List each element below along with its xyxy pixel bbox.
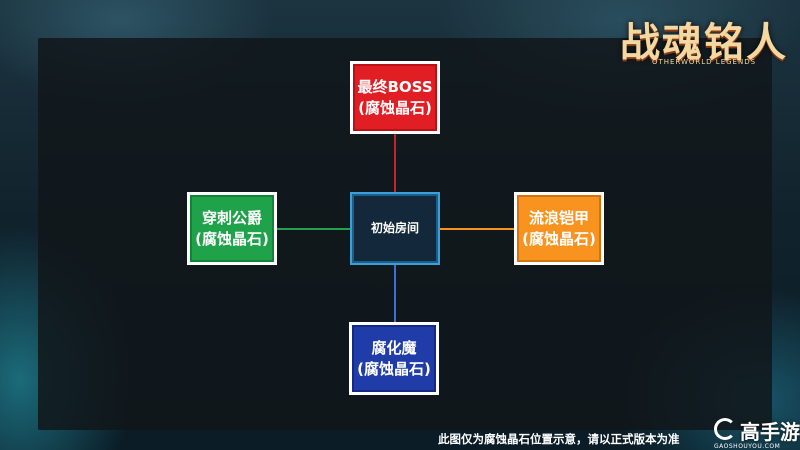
game-logo-title: 战魂铭人: [620, 19, 788, 66]
watermark-url: GAOSHOUYOU.COM: [714, 443, 781, 450]
room-corruption-demon-note: (腐蚀晶石): [357, 359, 431, 378]
room-piercing-duke-note: (腐蚀晶石): [195, 229, 269, 248]
room-piercing-duke-name: 穿刺公爵: [201, 209, 262, 228]
room-start-name: 初始房间: [370, 221, 419, 236]
game-logo: 战魂铭人 OTHERWORLD LEGENDS: [610, 6, 798, 72]
game-logo-subtitle: OTHERWORLD LEGENDS: [651, 58, 757, 66]
room-final-boss: 最终BOSS (腐蚀晶石): [350, 61, 440, 134]
watermark-brand: 高手游: [740, 420, 800, 444]
room-final-boss-name: 最终BOSS: [357, 78, 433, 97]
room-wandering-armor-note: (腐蚀晶石): [522, 229, 596, 248]
disclaimer-caption: 此图仅为腐蚀晶石位置示意，请以正式版本为准: [438, 432, 680, 446]
room-final-boss-note: (腐蚀晶石): [358, 98, 432, 117]
room-wandering-armor: 流浪铠甲 (腐蚀晶石): [514, 192, 604, 265]
g-logo-icon: [714, 418, 736, 440]
room-corruption-demon: 腐化魔 (腐蚀晶石): [349, 322, 439, 395]
room-corruption-demon-name: 腐化魔: [371, 339, 417, 358]
site-watermark: 高手游 GAOSHOUYOU.COM: [712, 414, 800, 450]
room-wandering-armor-name: 流浪铠甲: [528, 209, 589, 228]
room-start: 初始房间: [350, 192, 440, 265]
room-piercing-duke: 穿刺公爵 (腐蚀晶石): [187, 192, 277, 265]
